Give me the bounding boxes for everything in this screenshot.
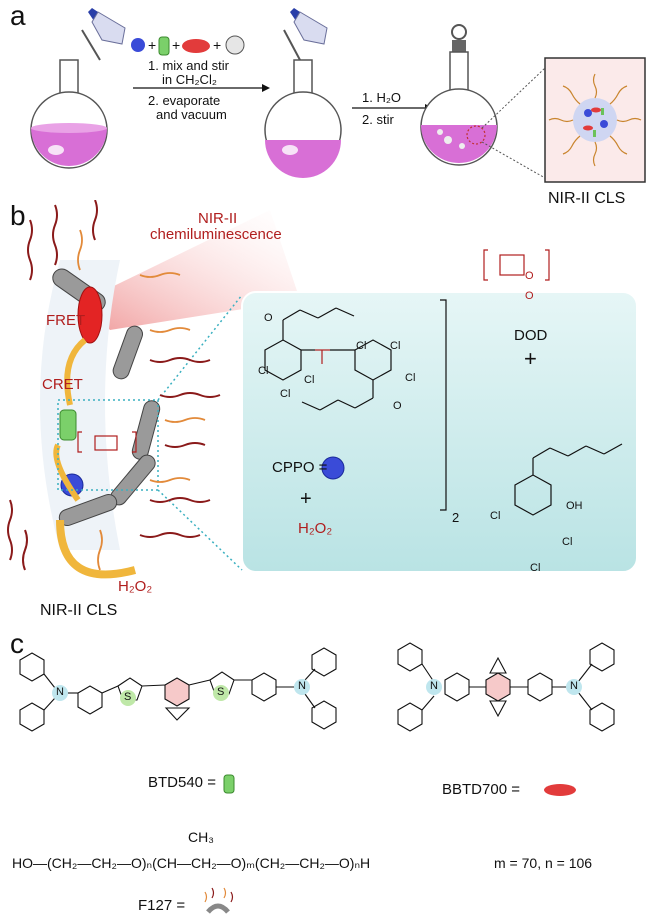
panel-a-letter: a bbox=[10, 0, 26, 31]
f127-formula: HO—(CH₂—CH₂—O)ₙ(CH—CH₂—O)ₘ(CH₂—CH₂—O)ₙH bbox=[12, 855, 371, 871]
flask-icon bbox=[264, 59, 342, 178]
emission-label-1: NIR-II bbox=[198, 210, 238, 227]
atom-n: N bbox=[570, 680, 578, 692]
panel-b-letter: b bbox=[10, 200, 26, 231]
cret-label: CRET bbox=[42, 376, 83, 393]
sulfur-highlight-icon bbox=[213, 685, 229, 701]
h2o2-label: H₂O₂ bbox=[298, 520, 333, 537]
step2-line1: 1. H₂O bbox=[362, 90, 401, 105]
atom-cl: Cl bbox=[562, 536, 573, 548]
atom-oh: OH bbox=[566, 500, 583, 512]
panel-a-graphic: + + + bbox=[30, 8, 646, 183]
atom-cl: Cl bbox=[405, 372, 416, 384]
plus-sign: + bbox=[300, 488, 312, 510]
atom-s: S bbox=[124, 691, 132, 703]
nitrogen-highlight-icon bbox=[52, 685, 68, 701]
atom-n: N bbox=[430, 680, 438, 692]
reagent-icons: + + + bbox=[131, 35, 245, 56]
svg-text:+: + bbox=[213, 37, 221, 53]
btd540-cylinder-icon bbox=[59, 409, 77, 441]
emission-label-2: chemiluminescence bbox=[150, 226, 282, 243]
step2-line2: 2. stir bbox=[362, 112, 394, 127]
atom-o: O bbox=[525, 290, 534, 302]
bbtd700-label: BBTD700 = bbox=[442, 781, 520, 798]
f127-label: F127 = bbox=[138, 897, 186, 914]
nitrogen-highlight-icon bbox=[566, 679, 582, 695]
atom-s: S bbox=[217, 686, 225, 698]
nitrogen-highlight-icon bbox=[426, 679, 442, 695]
step1-line4: and vacuum bbox=[156, 107, 227, 122]
panel-c-letter: c bbox=[10, 628, 24, 659]
mn-values: m = 70, n = 106 bbox=[494, 855, 593, 871]
atom-o: O bbox=[525, 270, 534, 282]
dod-label: DOD bbox=[514, 327, 548, 344]
svg-text:+: + bbox=[148, 37, 156, 53]
atom-cl: Cl bbox=[280, 388, 291, 400]
sulfur-highlight-icon bbox=[120, 690, 136, 706]
bbtd700-oval-icon bbox=[77, 286, 103, 344]
h2o2-left-label: H₂O₂ bbox=[118, 578, 153, 595]
panel-b-graphic bbox=[7, 200, 638, 579]
pipette-icon bbox=[81, 8, 126, 61]
step1-line3: 2. evaporate bbox=[148, 93, 221, 108]
cls-label-b: NIR-II CLS bbox=[40, 602, 118, 619]
ch3-label: CH₃ bbox=[188, 829, 214, 845]
step1-line1: 1. mix and stir bbox=[148, 58, 229, 73]
atom-o: O bbox=[393, 400, 402, 412]
nanoparticle-zoom-icon bbox=[544, 57, 646, 183]
panel-c-graphic bbox=[19, 642, 615, 914]
cppo-sphere-icon bbox=[321, 456, 345, 480]
atom-cl: Cl bbox=[490, 510, 501, 522]
step1-line2: in CH₂Cl₂ bbox=[162, 72, 217, 87]
atom-cl: Cl bbox=[304, 374, 315, 386]
nitrogen-highlight-icon bbox=[294, 679, 310, 695]
bbtd700-oval-icon bbox=[544, 784, 576, 796]
nir-cls-label: NIR-II CLS bbox=[548, 190, 626, 207]
fret-label: FRET bbox=[46, 312, 86, 329]
flask-icon bbox=[30, 59, 108, 169]
svg-text:+: + bbox=[172, 37, 180, 53]
atom-cl: Cl bbox=[530, 562, 541, 574]
f127-icon bbox=[204, 887, 234, 914]
pipette-icon bbox=[283, 8, 328, 61]
atom-n: N bbox=[298, 680, 306, 692]
atom-cl: Cl bbox=[258, 365, 269, 377]
atom-o: O bbox=[264, 312, 273, 324]
subscript-2: 2 bbox=[452, 510, 460, 525]
cppo-label: CPPO = bbox=[272, 459, 328, 476]
plus-sign-2: + bbox=[524, 346, 537, 371]
btd540-label: BTD540 = bbox=[148, 774, 216, 791]
flask-icon bbox=[420, 24, 498, 166]
btd540-cylinder-icon bbox=[223, 774, 235, 794]
atom-n: N bbox=[56, 686, 64, 698]
atom-cl: Cl bbox=[356, 340, 367, 352]
atom-cl: Cl bbox=[390, 340, 401, 352]
